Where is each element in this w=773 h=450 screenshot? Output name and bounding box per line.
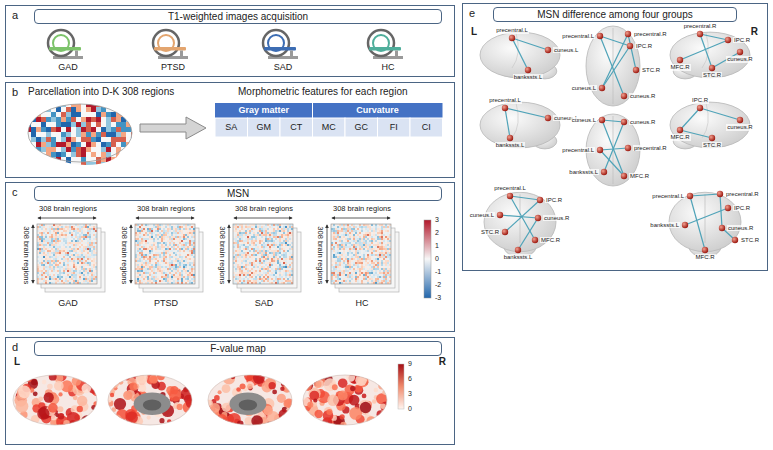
figure-canvas: aT1-weighted images acquisitionGADPTSDSA… (0, 0, 773, 450)
